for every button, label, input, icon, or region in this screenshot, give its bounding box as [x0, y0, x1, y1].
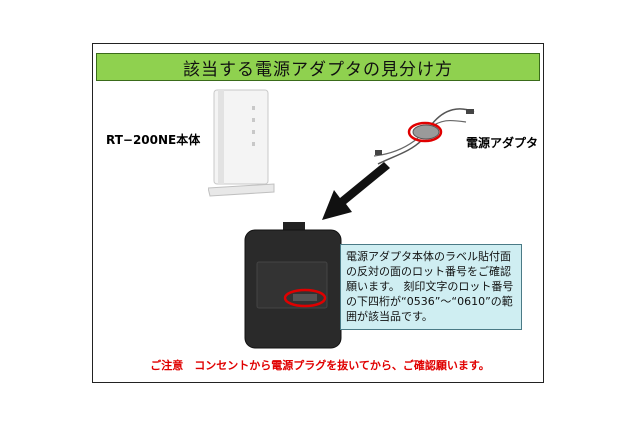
warning-notice: ご注意 コンセントから電源プラグを抜いてから、ご確認願います。	[150, 359, 490, 372]
page-title-text: 該当する電源アダプタの見分け方	[183, 59, 453, 80]
router-label: RT−200NE本体	[106, 133, 201, 147]
adapter-image	[373, 108, 475, 165]
router-image	[208, 89, 275, 197]
page-title: 該当する電源アダプタの見分け方	[96, 53, 540, 81]
lot-number-highlight-ring	[283, 288, 327, 308]
adapter-label: 電源アダプタ	[466, 136, 539, 150]
adapter-highlight-ring	[407, 121, 443, 143]
down-left-arrow-icon	[322, 162, 390, 220]
adapter-closeup-image	[244, 222, 342, 349]
lot-number-callout: 電源アダプタ本体のラベル貼付面の反対の面のロット番号をご確認願います。 刻印文字…	[340, 244, 522, 330]
callout-text: 電源アダプタ本体のラベル貼付面の反対の面のロット番号をご確認願います。 刻印文字…	[346, 250, 514, 323]
